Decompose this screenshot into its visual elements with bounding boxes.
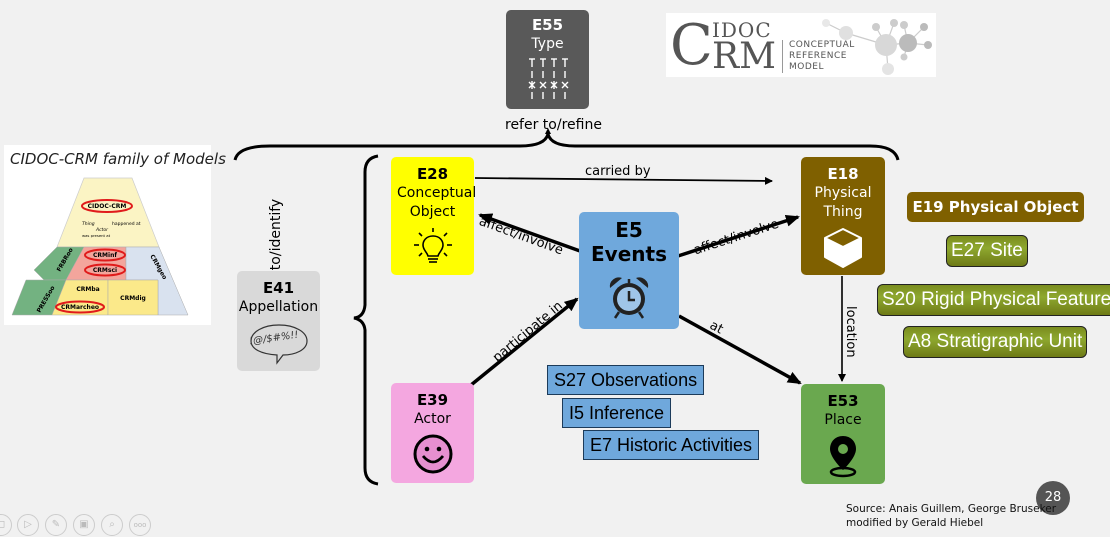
molecule-graphic [822, 19, 932, 75]
logo-subtitle: CONCEPTUAL REFERENCE MODEL [782, 40, 855, 73]
entity-label: Conceptual Object [397, 185, 477, 220]
entity-code: E28 [416, 165, 449, 183]
source-line: Source: Anais Guillem, George Bruseker [846, 503, 1057, 515]
entity-label: Type [531, 36, 564, 52]
entity-e5-events[interactable]: E5 Events [579, 212, 679, 329]
refer-refine-brace [233, 133, 900, 161]
family-term: Actor [95, 227, 109, 233]
family-crmdig: CRMdig [120, 295, 146, 302]
family-term: was present at [82, 233, 111, 238]
entity-code: E55 [531, 16, 564, 34]
family-crmsci: CRMsci [93, 267, 117, 274]
location-label: location [843, 306, 858, 358]
logo-idoc: IDOC [712, 18, 772, 42]
entity-label: Physical Thing [814, 185, 872, 220]
smiley-icon [413, 434, 452, 474]
tools-icon [528, 58, 568, 99]
family-crmarcheo: CRMarcheo [61, 304, 99, 311]
family-cidoc-crm: CIDOC-CRM [88, 203, 127, 210]
refer-identify-brace [353, 154, 379, 486]
affect-involve-left-arrow [478, 213, 581, 253]
subclass-e27-site[interactable]: E27 Site [946, 235, 1028, 267]
logo-subtitle-line: CONCEPTUAL [789, 40, 855, 50]
speech-bubble-icon [249, 324, 308, 365]
activity-e7-historic-activities[interactable]: E7 Historic Activities [583, 430, 760, 460]
entity-label: Events [591, 242, 667, 266]
participate-in-arrow [469, 297, 579, 387]
family-crmba: CRMba [76, 286, 99, 293]
entity-label: Appellation [238, 299, 319, 315]
family-pyramid: CIDOC-CRM Thing happened at Actor was pr… [11, 177, 189, 316]
entity-e39-actor[interactable]: E39 Actor [391, 383, 474, 483]
alarm-clock-icon [609, 277, 649, 319]
entity-code: E53 [827, 392, 859, 410]
logo-subtitle-line: REFERENCE [789, 51, 847, 61]
at-arrow [678, 314, 802, 385]
page-number-badge: 28 [1036, 481, 1070, 515]
entity-label: Actor [414, 411, 451, 427]
subclass-s20-rigid-physical-feature[interactable]: S20 Rigid Physical Feature [877, 284, 1110, 316]
affect-involve-right-arrow [677, 215, 800, 258]
family-crminf: CRMinf [93, 252, 117, 259]
cidoc-crm-wordmark: C IDOC RM CONCEPTUAL REFERENCE MODEL [670, 18, 920, 78]
entity-code: E39 [416, 391, 449, 409]
source-line: modified by Gerald Hiebel [846, 517, 984, 529]
entity-e28-conceptual-object[interactable]: E28 Conceptual Object [391, 157, 477, 275]
family-term: Thing [82, 221, 95, 227]
entity-e53-place[interactable]: E53 Place [801, 384, 885, 484]
subclass-a8-stratigraphic-unit[interactable]: A8 Stratigraphic Unit [903, 326, 1088, 358]
cube-icon [824, 228, 862, 268]
logo-subtitle-line: MODEL [789, 62, 824, 72]
more-options-button[interactable]: ooo [129, 514, 151, 536]
entity-e18-physical-thing[interactable]: E18 Physical Thing [801, 157, 885, 275]
slide-overview-button[interactable]: ▣ [73, 514, 95, 536]
carried-by-arrow [474, 176, 773, 185]
family-term: happened at [112, 221, 141, 227]
entity-code: E5 [615, 218, 643, 242]
logo-c: C [670, 13, 713, 78]
entity-e55-type[interactable]: E55 Type [506, 10, 589, 109]
cidoc-crm-logo [666, 13, 936, 77]
refer-refine-label: refer to/refine [505, 117, 602, 133]
refer-refine-arrowhead [545, 128, 551, 134]
family-of-models-title: CIDOC-CRM family of Models [10, 150, 226, 168]
entity-code: E41 [262, 279, 295, 297]
activity-i5-inference[interactable]: I5 Inference [562, 398, 672, 428]
location-pin-icon [829, 436, 857, 478]
subclass-e19-physical-object[interactable]: E19 Physical Object [907, 192, 1084, 222]
next-slide-button[interactable]: ▷ [17, 514, 39, 536]
entity-code: E18 [827, 165, 859, 183]
lightbulb-icon [413, 228, 452, 263]
zoom-button[interactable]: ⌕ [101, 514, 123, 536]
activity-s27-observations[interactable]: S27 Observations [547, 365, 705, 395]
entity-e41-appellation[interactable]: E41 Appellation !@/$#%!! [237, 271, 320, 371]
logo-rm: RM [712, 36, 776, 77]
carried-by-label: carried by [585, 164, 651, 179]
source-credit: Source: Anais Guillem, George Bruseker m… [846, 502, 1056, 530]
entity-label: Place [824, 412, 862, 428]
pen-tool-button[interactable]: ✎ [45, 514, 67, 536]
